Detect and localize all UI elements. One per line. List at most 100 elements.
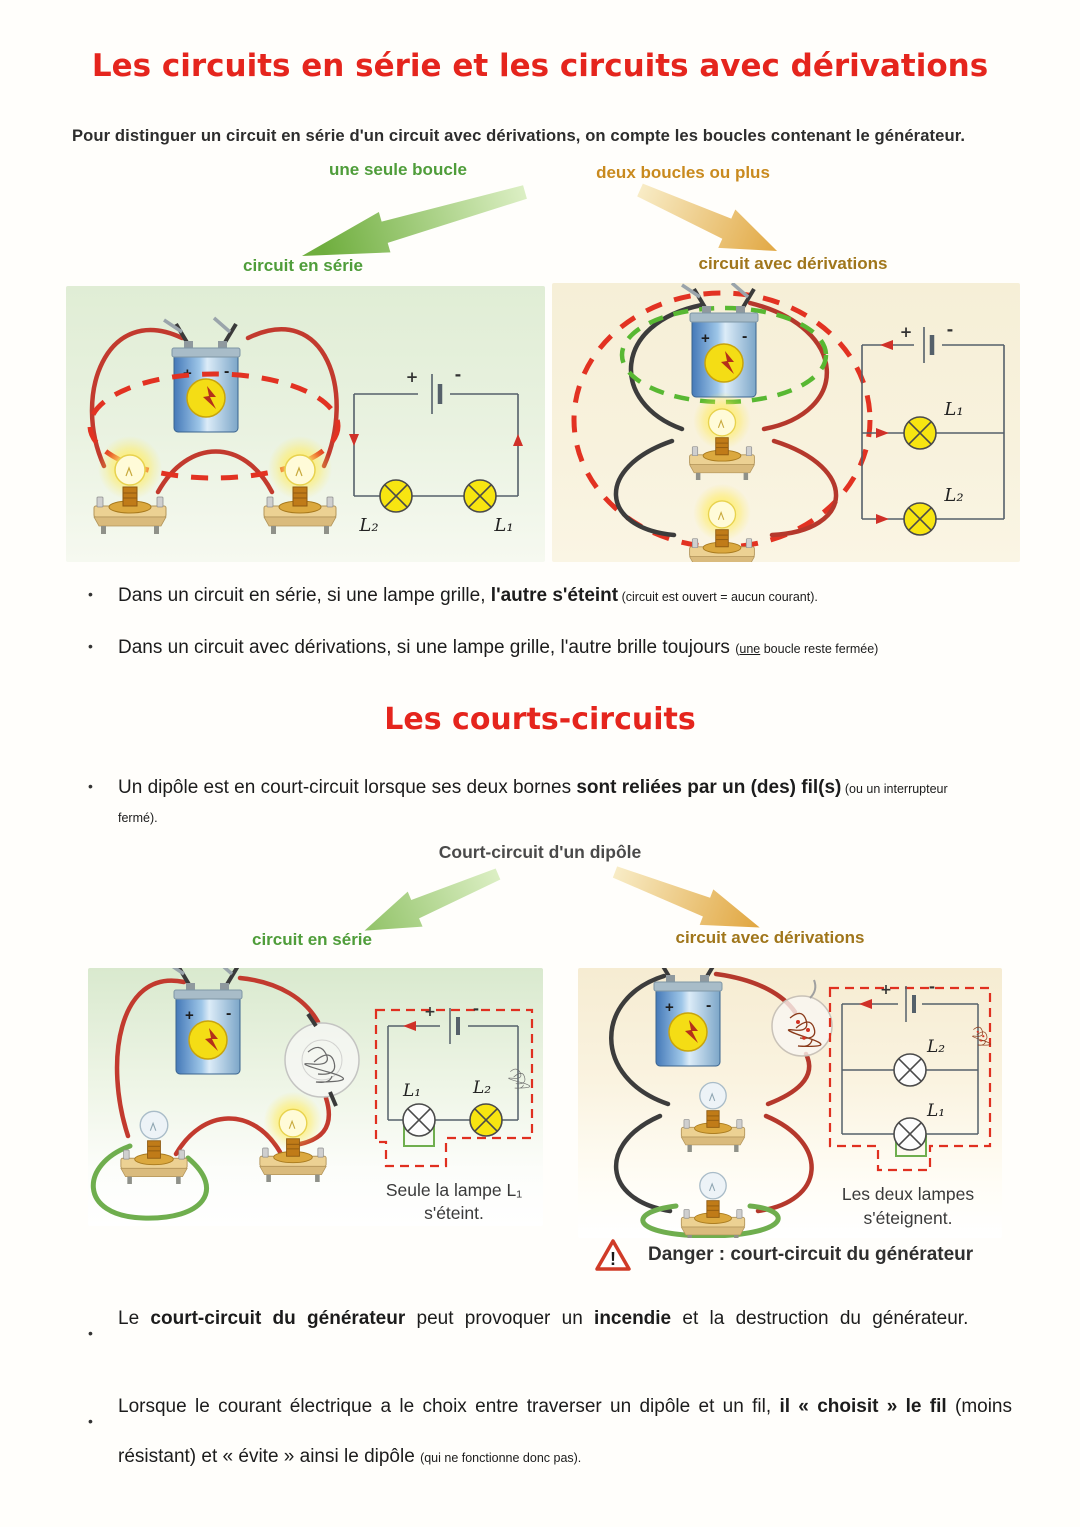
lamp-lit-left (94, 436, 166, 534)
bullet-derivations-grille: • Dans un circuit avec dérivations, si u… (72, 634, 1022, 663)
label-circuit-serie-2: circuit en série (251, 930, 372, 949)
schematic-lamp-L2-off (893, 1053, 927, 1087)
bullet-bold: l'autre s'éteint (490, 585, 619, 606)
orange-arrow-icon (612, 866, 760, 928)
lamp-lit-bottom (690, 484, 755, 562)
bullet-text: Un dipôle est en court-circuit lorsque s… (118, 777, 577, 798)
bullet-text: Lorsque le courant électrique a le choix… (118, 1396, 780, 1417)
battery-photo (164, 958, 244, 1076)
illustration-court-circuit-serie: + - L₁ L₂ Seule la lampe L₁ s'éteint. (90, 958, 534, 1223)
bullet-dot: • (88, 1413, 93, 1429)
court-circuit-dipole-header: Court-circuit d'un dipôle (438, 842, 642, 862)
dashed-border-red (828, 986, 992, 1172)
bullet-dot: • (88, 638, 93, 654)
bullet-small: (ou un interrupteur fermé). (118, 782, 948, 825)
bullet-bold: court-circuit du générateur (150, 1308, 406, 1329)
danger-text: Danger : court-circuit du générateur (648, 1244, 974, 1265)
lamp-label-L1: L₁ (943, 399, 963, 420)
burnt-wire-tangle (508, 1068, 531, 1089)
current-arrow-down (349, 434, 359, 446)
section-title-courts-circuits: Les courts-circuits (384, 702, 696, 737)
bullet-text: (moins résistant) et « évite » ainsi le … (118, 1396, 1012, 1467)
current-arrow-left (859, 999, 872, 1009)
bullet-courant-choisit-fil: • Lorsque le courant électrique a le cho… (72, 1382, 1012, 1483)
green-arrow-icon (364, 868, 501, 931)
bullet-small: (circuit est ouvert = aucun courant). (618, 590, 818, 604)
orange-arrow-icon (637, 183, 778, 252)
page-title: Les circuits en série et les circuits av… (91, 48, 989, 84)
condition-deux-boucles: deux boucles ou plus (596, 163, 770, 182)
warning-exclamation: ! (610, 1249, 616, 1269)
panel-circuit-serie: + - L₂ L₁ (66, 286, 545, 562)
lamp-label-L2: L₂ (943, 485, 963, 506)
panel-circuit-derivations: + - L₁ L₂ (552, 281, 1020, 562)
bullet-dot: • (88, 778, 93, 794)
condition-une-boucle: une seule boucle (329, 160, 467, 179)
label-circuit-derivations-1: circuit avec dérivations (698, 254, 888, 273)
schematic-lamp-L1-off (402, 1103, 436, 1137)
schematic-lamp-L1 (463, 479, 497, 513)
bullet-small-underline: une (739, 642, 761, 656)
caption-line1: Les deux lampes (842, 1184, 975, 1204)
lamp-lit-right (260, 1092, 326, 1182)
short-circuit-wire-green (90, 1143, 209, 1221)
bullet-small: (qui ne fonctionne donc pas). (420, 1451, 582, 1465)
label-circuit-derivations-2: circuit avec dérivations (675, 928, 865, 947)
panel-court-circuit-serie: + - L₁ L₂ Seule la lampe L₁ s'éteint. (88, 958, 543, 1226)
current-arrow-left (403, 1021, 416, 1031)
lamp-lit-top (690, 392, 755, 480)
bullet-dot: • (88, 586, 93, 602)
intro-sentence: Pour distinguer un circuit en série d'un… (72, 126, 966, 145)
bullet-serie-grille: • Dans un circuit en série, si une lampe… (72, 582, 1022, 611)
lamp-label-L1: L₁ (493, 515, 513, 536)
battery-plus: + (880, 982, 892, 998)
lamp-label-L2: L₂ (358, 515, 378, 536)
bullet-bold: il « choisit » le fil (779, 1396, 947, 1417)
lamp-off-top (681, 1082, 744, 1152)
schematic-lamp-L2-lit (469, 1103, 503, 1137)
illustration-court-circuit-derivations: + - L₂ L₁ Les deux lampes s'éteignent. (609, 950, 992, 1239)
battery-plus: + (900, 323, 913, 341)
bullet-text: et la destruction du générateur. (671, 1308, 969, 1329)
battery-photo (680, 281, 760, 399)
label-circuit-serie-1: circuit en série (242, 256, 363, 275)
flow-arrows-1 (301, 183, 778, 256)
current-arrow-left (880, 340, 893, 350)
short-wire-green-schematic (403, 1120, 435, 1147)
battery-minus: - (455, 365, 462, 384)
bullet-court-circuit-generateur: • Le court-circuit du générateur peut pr… (72, 1294, 977, 1344)
bullet-small: boucle reste fermée) (760, 642, 879, 656)
battery-plus: + (424, 1004, 436, 1020)
bullet-text: peut provoquer un (405, 1308, 595, 1329)
schematic-lamp-L2 (379, 479, 413, 513)
bullet-text: Le (118, 1308, 151, 1329)
current-arrow-up (513, 434, 523, 446)
burning-coil (771, 979, 833, 1057)
flow-arrows-2 (364, 866, 760, 931)
battery-minus: - (929, 978, 935, 996)
lamp-label-L2: L₂ (926, 1037, 945, 1057)
illustration-circuit-derivations: + - L₁ L₂ (571, 281, 1005, 562)
illustration-circuit-serie: + - L₂ L₁ (87, 316, 523, 536)
smoke-tangle (972, 1026, 991, 1046)
lamp-label-L1: L₁ (402, 1081, 421, 1101)
short-circuit-wire-green (640, 1203, 781, 1239)
battery-plus: + (406, 368, 419, 386)
green-arrow-icon (301, 185, 527, 256)
lamp-label-L2: L₂ (472, 1078, 491, 1098)
lamp-off-bottom (681, 1172, 744, 1238)
current-arrow-right-L1 (876, 428, 889, 438)
coiled-wire (284, 1012, 360, 1107)
current-arrow-right-L2 (876, 514, 889, 524)
bullet-bold: incendie (594, 1308, 672, 1329)
battery-minus: - (947, 320, 954, 339)
caption-line2: s'éteint. (424, 1203, 484, 1223)
lamp-label-L1: L₁ (926, 1101, 945, 1121)
lamp-lit-right (264, 436, 336, 534)
bullet-bold: sont reliées par un (des) fil(s) (576, 777, 842, 798)
schematic-lamp-L1 (903, 416, 937, 450)
panel-court-circuit-derivations: + - L₂ L₁ Les deux lampes s'éteignent. (578, 950, 1002, 1239)
bullet-text: Dans un circuit en série, si une lampe g… (118, 585, 491, 606)
dashed-loop-green-inner (619, 305, 829, 405)
